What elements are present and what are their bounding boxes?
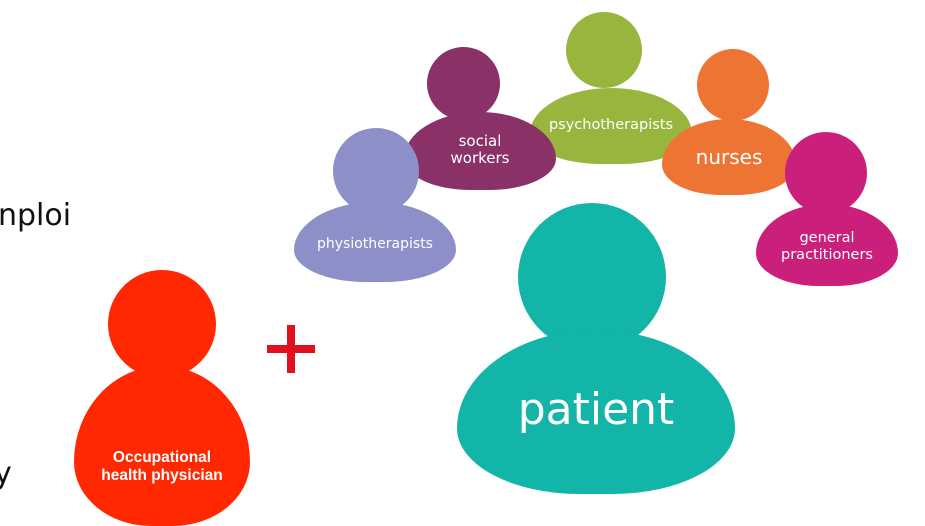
patient-head [518,203,666,351]
general-practitioners-label-line2: practitioners [781,246,873,263]
social-workers-label-line1: social [458,132,502,150]
nurses-label: nurses [695,145,763,169]
nurses-body [662,119,796,195]
general-practitioners-label: general practitioners [756,230,898,263]
occupational-physician-label-line1: Occupational [112,449,212,466]
occupational-physician-body [74,366,250,526]
plus-vertical-bar [287,325,295,373]
fragment-text-bottom: y [0,456,12,491]
general-practitioners-head [785,132,867,214]
plus-icon [267,325,315,373]
physiotherapists-label: physiotherapists [317,236,433,252]
occupational-physician-label-line2: health physician [101,466,223,484]
patient-body [457,330,735,494]
physiotherapists-head [333,128,419,214]
patient-label: patient [517,384,675,435]
social-workers-label: social workers [404,132,556,168]
occupational-physician-head [108,270,216,378]
physiotherapists-body [294,202,456,282]
social-workers-label-line2: workers [450,149,510,168]
fragment-text-top: nploi [0,198,72,233]
general-practitioners-body [756,204,898,286]
psychotherapists-label: psychotherapists [548,117,674,133]
occupational-physician-label: Occupational health physician [74,449,250,485]
psychotherapists-head [566,12,642,88]
social-workers-head [427,47,500,120]
general-practitioners-label-line1: general [799,230,855,246]
social-workers-body [404,112,556,190]
nurses-head [697,49,769,121]
